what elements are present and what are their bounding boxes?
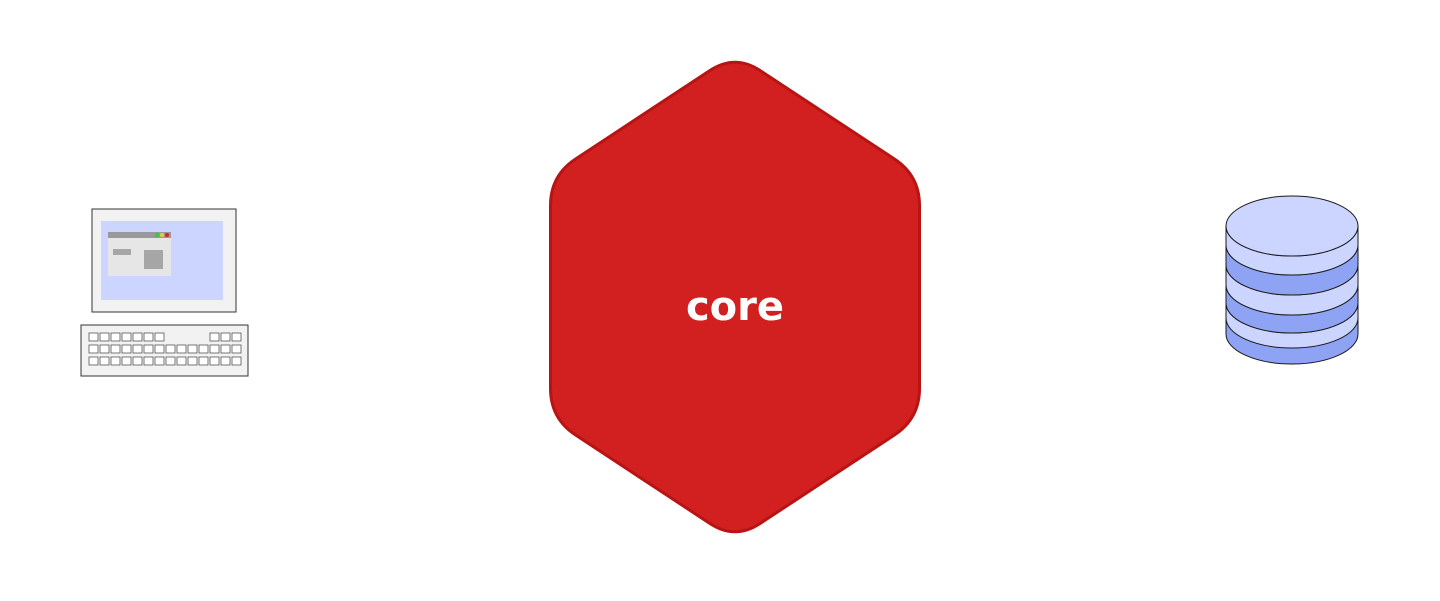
app-window-titlebar xyxy=(108,232,171,238)
window-dot-yellow xyxy=(160,233,164,237)
keyboard-keys xyxy=(88,332,242,366)
keyboard-key xyxy=(154,344,165,354)
keyboard-key xyxy=(88,356,99,366)
keyboard-key xyxy=(143,332,154,342)
keyboard-key xyxy=(132,344,143,354)
keyboard-key xyxy=(143,344,154,354)
keyboard-key xyxy=(99,332,110,342)
keyboard-key xyxy=(165,356,176,366)
keyboard-key xyxy=(110,332,121,342)
keyboard-key xyxy=(99,356,110,366)
keyboard-key xyxy=(231,356,242,366)
core-hexagon: core xyxy=(549,60,921,534)
database-top xyxy=(1225,195,1359,257)
keyboard-key xyxy=(88,332,99,342)
keyboard-key xyxy=(121,356,132,366)
keyboard-key xyxy=(187,344,198,354)
keyboard-key xyxy=(121,344,132,354)
keyboard-key xyxy=(99,344,110,354)
keyboard-key xyxy=(176,356,187,366)
window-text-block xyxy=(113,249,131,255)
desktop-computer-icon xyxy=(80,208,249,377)
keyboard-key xyxy=(121,332,132,342)
keyboard-key xyxy=(231,332,242,342)
keyboard-key xyxy=(187,356,198,366)
keyboard-key xyxy=(132,356,143,366)
keyboard-key xyxy=(220,344,231,354)
window-dot-green xyxy=(155,233,159,237)
keyboard xyxy=(80,324,249,377)
keyboard-key xyxy=(132,332,143,342)
keyboard-key xyxy=(143,356,154,366)
keyboard-key xyxy=(231,344,242,354)
keyboard-key xyxy=(198,344,209,354)
keyboard-key xyxy=(88,344,99,354)
keyboard-key xyxy=(165,344,176,354)
keyboard-key xyxy=(209,356,220,366)
database-icon xyxy=(1225,195,1359,365)
window-dot-red xyxy=(165,233,169,237)
keyboard-key xyxy=(209,344,220,354)
window-image-block xyxy=(144,250,163,269)
keyboard-key xyxy=(154,356,165,366)
keyboard-key xyxy=(198,356,209,366)
core-label: core xyxy=(686,284,784,330)
core-hexagon-shape xyxy=(549,60,921,534)
keyboard-key xyxy=(176,344,187,354)
keyboard-key xyxy=(220,332,231,342)
keyboard-key xyxy=(154,332,165,342)
keyboard-key xyxy=(209,332,220,342)
keyboard-key xyxy=(110,356,121,366)
keyboard-key xyxy=(110,344,121,354)
keyboard-key xyxy=(220,356,231,366)
